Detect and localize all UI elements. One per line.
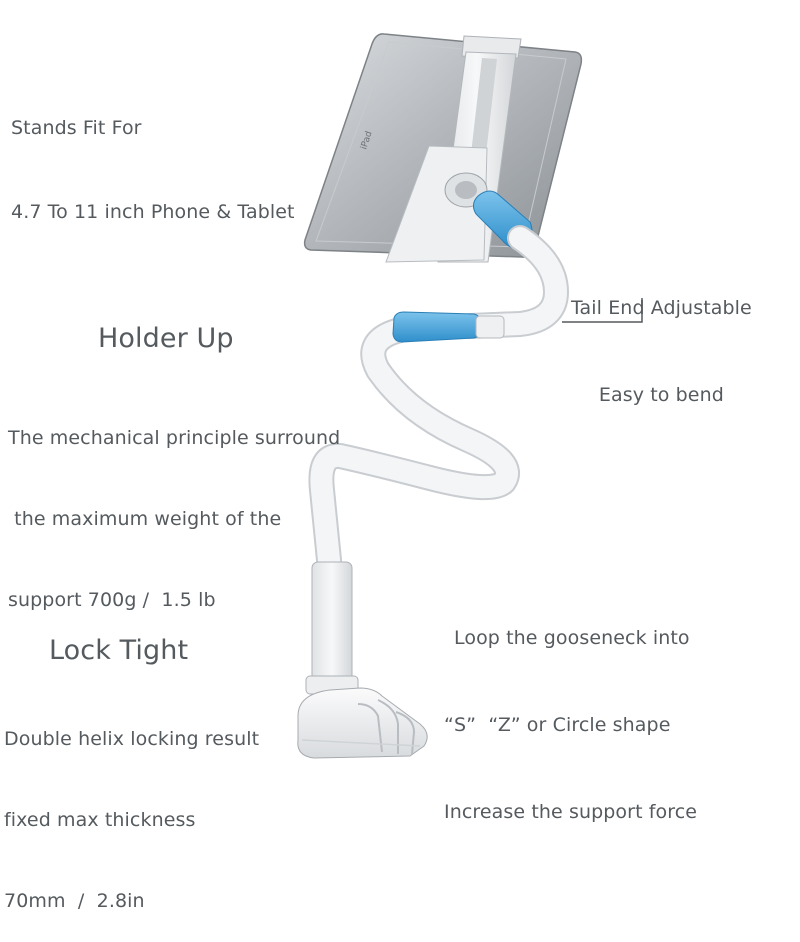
gooseneck-line-1: Loop the gooseneck into [454, 627, 690, 649]
gooseneck-line-3: Increase the support force [444, 801, 698, 823]
lock-tight-heading: Lock Tight [49, 635, 189, 666]
holder-up-heading: Holder Up [98, 323, 234, 354]
holder-up-line-3: support 700g / 1.5 lb [8, 589, 216, 611]
tablet: iPad [303, 33, 583, 258]
tail-end-callout-line [562, 298, 643, 323]
gooseneck-caption: Loop the gooseneck into “S” “Z” or Circl… [444, 566, 697, 856]
lock-tight-line-2: fixed max thickness [4, 809, 196, 831]
lock-tight-description: Double helix locking result fixed max th… [4, 672, 259, 942]
stands-fit-line-1: Stands Fit For [11, 117, 142, 139]
lock-clamp-base [297, 561, 428, 759]
stands-fit-line-2: 4.7 To 11 inch Phone & Tablet [11, 201, 295, 223]
lower-blue-collar [392, 311, 483, 343]
tablet-clamp [385, 35, 522, 263]
tail-end-caption: Tail End Adjustable Easy to bend [571, 236, 752, 439]
gooseneck-line-2: “S” “Z” or Circle shape [444, 714, 671, 736]
holder-up-line-2: the maximum weight of the [8, 508, 282, 530]
lock-tight-line-3: 70mm / 2.8in [4, 890, 145, 912]
holder-up-line-1: The mechanical principle surround [8, 427, 341, 449]
lock-tight-line-1: Double helix locking result [4, 728, 260, 750]
tail-end-line-1: Tail End Adjustable [571, 297, 752, 319]
stands-fit-caption: Stands Fit For 4.7 To 11 inch Phone & Ta… [11, 58, 295, 254]
holder-up-description: The mechanical principle surround the ma… [8, 371, 340, 641]
collar-ring [475, 315, 505, 339]
tail-end-line-2: Easy to bend [598, 384, 724, 406]
gooseneck-arm [308, 225, 570, 583]
tablet-stand-illustration: iPad [297, 33, 643, 759]
